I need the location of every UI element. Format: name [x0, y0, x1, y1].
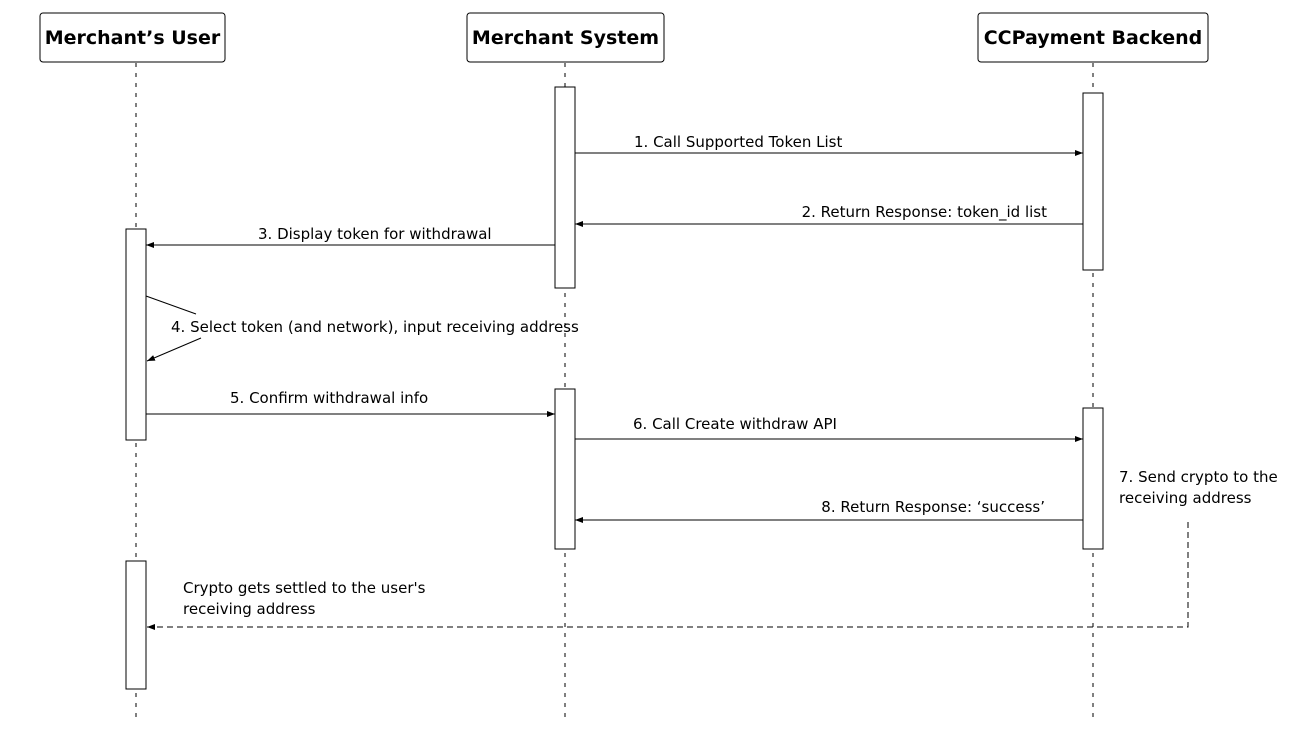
- message-dashed-arrow: [147, 522, 1189, 630]
- participant-label: Merchant System: [472, 27, 659, 49]
- message-4: 4. Select token (and network), input rec…: [145, 295, 579, 362]
- participant-box: [977, 12, 1209, 63]
- message-label-line-2: receiving address: [1119, 489, 1252, 507]
- activation-bar-system-2: [554, 388, 576, 550]
- participant-box: [466, 12, 665, 63]
- activation-bar-backend-2: [1082, 407, 1104, 550]
- message-label: 4. Select token (and network), input rec…: [171, 318, 579, 336]
- message-label-line-1: 7. Send crypto to the: [1119, 468, 1278, 486]
- message-label-line-2: receiving address: [183, 600, 316, 618]
- participant-label: CCPayment Backend: [984, 27, 1203, 49]
- message-6: 6. Call Create withdraw API: [575, 415, 1083, 442]
- message-7: 7. Send crypto to the receiving address: [1119, 468, 1278, 507]
- activation-bar-user-2: [125, 560, 147, 690]
- message-3: 3. Display token for withdrawal: [146, 225, 555, 248]
- participant-ccpayment-backend: CCPayment Backend: [977, 12, 1209, 63]
- activation-bar-backend-1: [1082, 92, 1104, 271]
- participant-merchant-system: Merchant System: [466, 12, 665, 63]
- message-8: 8. Return Response: ‘success’: [575, 498, 1083, 523]
- participant-merchant-user: Merchant’s User: [39, 12, 226, 63]
- message-5: 5. Confirm withdrawal info: [146, 389, 555, 417]
- message-label: 8. Return Response: ‘success’: [821, 498, 1045, 516]
- message-1: 1. Call Supported Token List: [575, 133, 1083, 156]
- message-label: 2. Return Response: token_id list: [802, 203, 1048, 222]
- message-label: 1. Call Supported Token List: [634, 133, 842, 151]
- message-label-line-1: Crypto gets settled to the user's: [183, 579, 426, 597]
- message-self-return: [146, 337, 202, 362]
- activation-bar-user-1: [125, 228, 147, 441]
- message-label: 5. Confirm withdrawal info: [230, 389, 428, 407]
- message-label: 3. Display token for withdrawal: [258, 225, 492, 243]
- participant-box: [39, 12, 226, 63]
- message-label: 6. Call Create withdraw API: [633, 415, 837, 433]
- message-self-out: [145, 295, 197, 315]
- message-2: 2. Return Response: token_id list: [575, 203, 1083, 227]
- participant-label: Merchant’s User: [45, 27, 221, 49]
- activation-bar-system-1: [554, 86, 576, 289]
- message-9: Crypto gets settled to the user's receiv…: [147, 522, 1189, 630]
